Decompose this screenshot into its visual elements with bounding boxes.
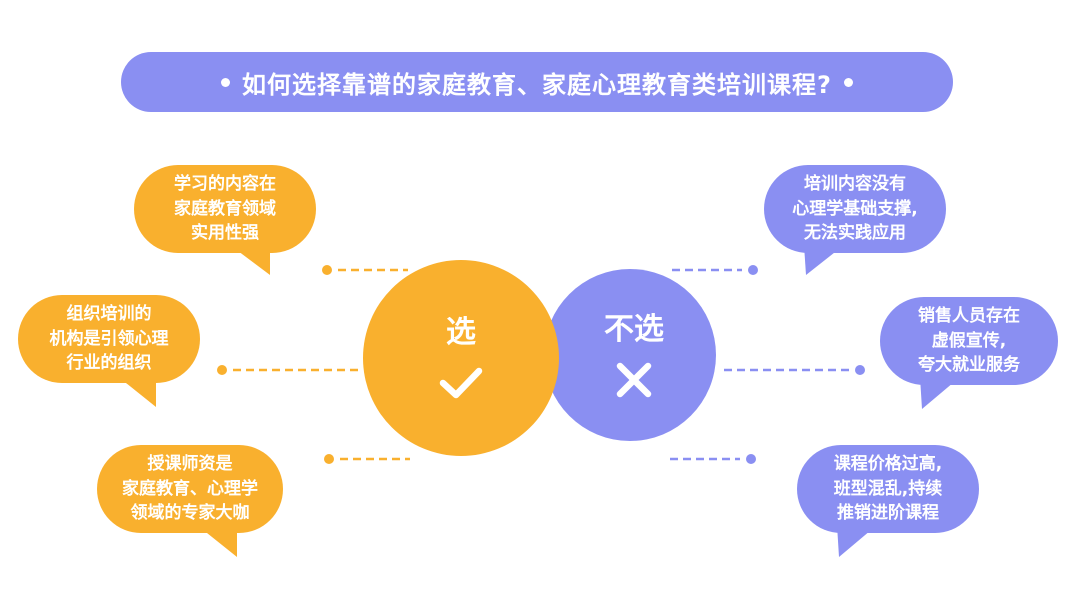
- not-choose-reason-bubble-1: 培训内容没有 心理学基础支撑, 无法实践应用: [764, 165, 946, 275]
- not-choose-reason-3-line-3: 推销进阶课程: [837, 503, 939, 524]
- speech-bubble-shape: [797, 445, 979, 557]
- choose-reason-bubble-2: 组织培训的 机构是引领心理 行业的组织: [18, 295, 200, 407]
- speech-bubble-shape: [134, 165, 316, 275]
- speech-bubble-shape: [764, 165, 946, 275]
- title-dot-left: [221, 77, 231, 87]
- not-choose-reason-2-line-1: 销售人员存在: [918, 306, 1020, 327]
- connector-right-3: [670, 454, 756, 464]
- choose-circle: 选: [363, 260, 559, 456]
- not-choose-label: 不选: [604, 312, 664, 347]
- choose-reason-3-line-2: 家庭教育、心理学: [122, 478, 258, 499]
- speech-bubble-shape: [880, 297, 1058, 409]
- choose-reason-1-line-1: 学习的内容在: [174, 174, 276, 195]
- choose-reason-1-line-3: 实用性强: [191, 223, 259, 244]
- page-title: 如何选择靠谱的家庭教育、家庭心理教育类培训课程?: [242, 70, 832, 99]
- not-choose-reason-2-line-3: 夸大就业服务: [918, 355, 1020, 376]
- not-choose-reason-2-line-2: 虚假宣传,: [931, 330, 1007, 351]
- not-choose-reason-bubble-2: 销售人员存在 虚假宣传, 夸大就业服务: [880, 297, 1058, 409]
- cross-icon: [616, 362, 652, 398]
- choose-reason-bubble-3: 授课师资是 家庭教育、心理学 领域的专家大咖: [97, 445, 283, 557]
- title-dot-right: [843, 77, 853, 87]
- not-choose-reason-3-line-2: 班型混乱,持续: [833, 478, 943, 499]
- connector-left-2: [217, 365, 358, 375]
- choose-reason-2-line-3: 行业的组织: [66, 353, 152, 374]
- not-choose-reason-3-line-1: 课程价格过高,: [833, 454, 943, 475]
- connector-left-1: [322, 265, 408, 275]
- choose-label: 选: [446, 315, 476, 350]
- choose-reason-3-line-1: 授课师资是: [147, 454, 233, 475]
- not-choose-circle: 不选: [544, 269, 716, 441]
- connector-right-2: [724, 365, 865, 375]
- speech-bubble-shape: [97, 445, 283, 557]
- not-choose-reason-1-line-1: 培训内容没有: [804, 174, 906, 195]
- connector-left-3: [324, 454, 410, 464]
- title-banner: 如何选择靠谱的家庭教育、家庭心理教育类培训课程?: [121, 52, 953, 112]
- not-choose-reason-1-line-3: 无法实践应用: [804, 223, 906, 244]
- connector-right-1: [672, 265, 758, 275]
- choose-reason-1-line-2: 家庭教育领域: [174, 198, 276, 219]
- not-choose-reason-bubble-3: 课程价格过高, 班型混乱,持续 推销进阶课程: [797, 445, 979, 557]
- not-choose-reason-1-line-2: 心理学基础支撑,: [792, 198, 918, 219]
- choose-reason-2-line-1: 组织培训的: [66, 304, 152, 325]
- choose-reason-bubble-1: 学习的内容在 家庭教育领域 实用性强: [134, 165, 316, 275]
- choose-reason-3-line-3: 领域的专家大咖: [130, 503, 250, 524]
- choose-reason-2-line-2: 机构是引领心理: [49, 328, 169, 349]
- check-icon: [439, 367, 483, 399]
- speech-bubble-shape: [18, 295, 200, 407]
